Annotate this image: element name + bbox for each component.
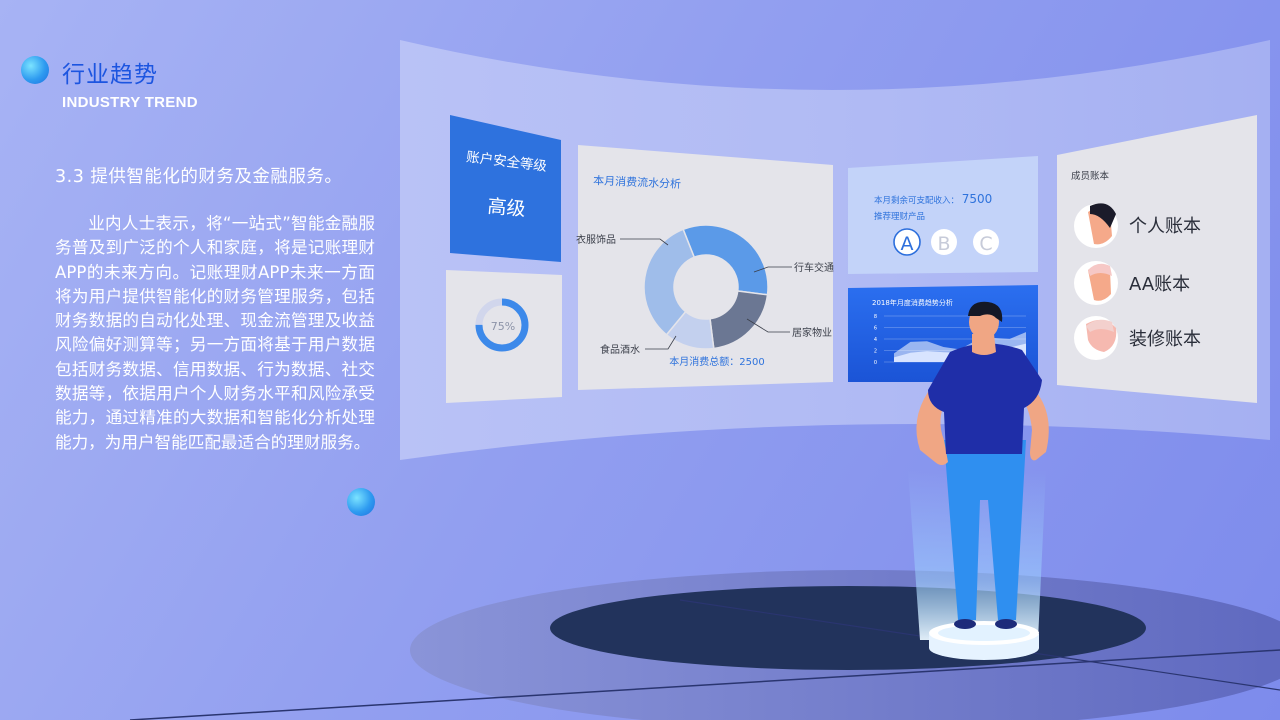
decorative-dot-icon — [347, 488, 375, 516]
disposable-income-label: 本月剩余可支配收入： — [874, 195, 959, 206]
consumption-flow-panel[interactable]: 本月消费流水分析 衣服饰品 行车交通 居家物业 食品酒水 本月消费总额：2500 — [576, 145, 834, 390]
donut-leader-lines — [620, 238, 792, 350]
recommend-option-b-label: B — [937, 233, 950, 255]
disposable-income-panel[interactable]: 本月剩余可支配收入： 7500 推荐理财产品 A B C — [848, 156, 1038, 274]
recommend-option-c-label: C — [979, 233, 992, 255]
donut-slice — [643, 228, 696, 336]
member-item-renovation[interactable]: 装修账本 — [1074, 316, 1201, 360]
recommend-option-a-label: A — [901, 233, 914, 255]
disposable-income-value: 7500 — [962, 192, 993, 206]
member-panel-title: 成员账本 — [1071, 170, 1110, 182]
member-item-aa[interactable]: AA账本 — [1074, 261, 1190, 305]
security-level-panel[interactable]: 账户安全等级 高级 — [450, 115, 561, 262]
aa-avatar — [1074, 261, 1118, 305]
person-figure — [916, 301, 1049, 629]
title-bullet-icon — [21, 56, 49, 84]
progress-panel: 75% — [446, 270, 562, 403]
progress-value: 75% — [491, 320, 515, 333]
figure-leg — [944, 440, 1026, 620]
member-item-personal[interactable]: 个人账本 — [1074, 203, 1201, 248]
recommend-option-c[interactable]: C — [973, 229, 999, 255]
figure-hair — [968, 301, 1003, 322]
recommend-option-b[interactable]: B — [931, 229, 957, 255]
figure-neck — [972, 334, 996, 355]
recommend-option-a[interactable]: A — [893, 228, 921, 256]
donut-label: 食品酒水 — [600, 343, 640, 356]
section-heading: 3.3 提供智能化的财务及金融服务。 — [55, 167, 343, 187]
figure-shoe — [954, 619, 976, 629]
trend-ytick-label: 6 — [874, 326, 877, 332]
flow-total-label: 本月消费总额：2500 — [669, 355, 764, 368]
donut-slice — [682, 224, 769, 296]
figure-shoe — [995, 619, 1017, 629]
figure-shirt — [928, 343, 1042, 454]
page-title: 行业趋势 — [62, 62, 158, 88]
disposable-income-row: 本月剩余可支配收入： 7500 — [874, 192, 992, 206]
page-subtitle: INDUSTRY TREND — [62, 94, 198, 111]
member-label-renovation: 装修账本 — [1129, 329, 1201, 350]
renovation-avatar — [1074, 316, 1118, 360]
trend-panel-title: 2018年月度消费趋势分析 — [872, 298, 953, 307]
security-level-value: 高级 — [487, 195, 527, 220]
member-ledger-panel[interactable]: 成员账本 个人账本 AA账本 装修账本 — [1057, 115, 1257, 403]
trend-ytick-label: 4 — [874, 337, 877, 343]
section-body: 业内人士表示，将“一站式”智能金融服务普及到广泛的个人和家庭，将是记账理财APP… — [55, 214, 375, 452]
donut-label: 居家物业 — [792, 326, 832, 339]
recommend-label: 推荐理财产品 — [874, 211, 925, 222]
donut-label: 行车交通 — [794, 261, 834, 274]
consumption-donut-chart — [643, 224, 769, 350]
trend-ytick-label: 8 — [874, 314, 877, 320]
member-label-personal: 个人账本 — [1129, 216, 1201, 237]
member-label-aa: AA账本 — [1129, 274, 1190, 295]
floor-dark-circle — [550, 586, 1146, 670]
pedestal — [929, 621, 1039, 660]
flow-panel-title: 本月消费流水分析 — [593, 173, 682, 191]
trend-ytick-label: 2 — [874, 349, 877, 355]
donut-label: 衣服饰品 — [576, 233, 616, 246]
trend-ytick-label: 0 — [874, 360, 877, 366]
progress-ring-fill — [475, 298, 529, 352]
personal-avatar — [1074, 203, 1118, 248]
